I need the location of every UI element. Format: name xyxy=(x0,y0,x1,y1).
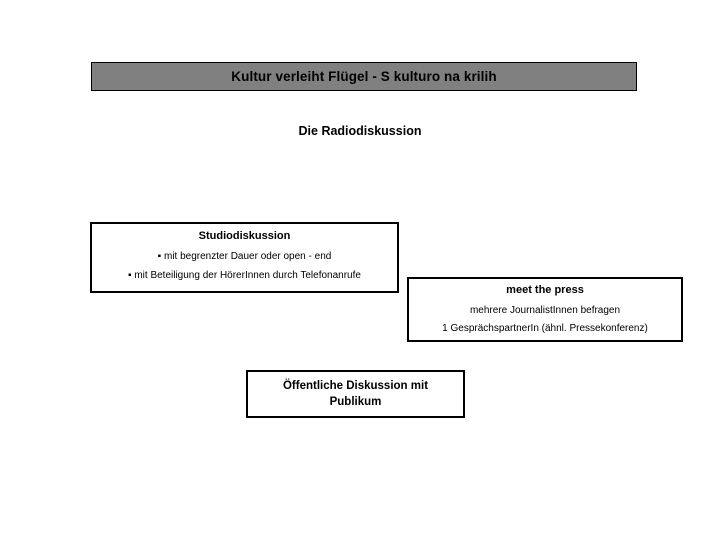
box-meet-the-press: meet the press mehrere JournalistInnen b… xyxy=(407,277,683,342)
slide-title-text: Kultur verleiht Flügel - S kulturo na kr… xyxy=(231,68,497,84)
box-oeffentliche-diskussion: Öffentliche Diskussion mit Publikum xyxy=(246,370,465,418)
slide-title-banner: Kultur verleiht Flügel - S kulturo na kr… xyxy=(91,62,637,91)
box-oeffentliche-diskussion-heading-line-1: Öffentliche Diskussion mit xyxy=(282,380,429,392)
box-oeffentliche-diskussion-heading-line-2: Publikum xyxy=(329,396,382,408)
box-meet-the-press-line-2: 1 GesprächspartnerIn (ähnl. Pressekonfer… xyxy=(442,323,648,334)
box-studiodiskussion-bullet-1: ▪ mit begrenzter Dauer oder open - end xyxy=(157,251,332,262)
box-studiodiskussion-heading: Studiodiskussion xyxy=(198,230,291,242)
box-studiodiskussion-bullet-2: ▪ mit Beteiligung der HörerInnen durch T… xyxy=(128,270,361,281)
box-meet-the-press-heading: meet the press xyxy=(506,284,584,296)
slide-subtitle: Die Radiodiskussion xyxy=(298,124,422,138)
box-studiodiskussion: Studiodiskussion ▪ mit begrenzter Dauer … xyxy=(90,222,399,293)
box-meet-the-press-line-1: mehrere JournalistInnen befragen xyxy=(469,305,621,316)
